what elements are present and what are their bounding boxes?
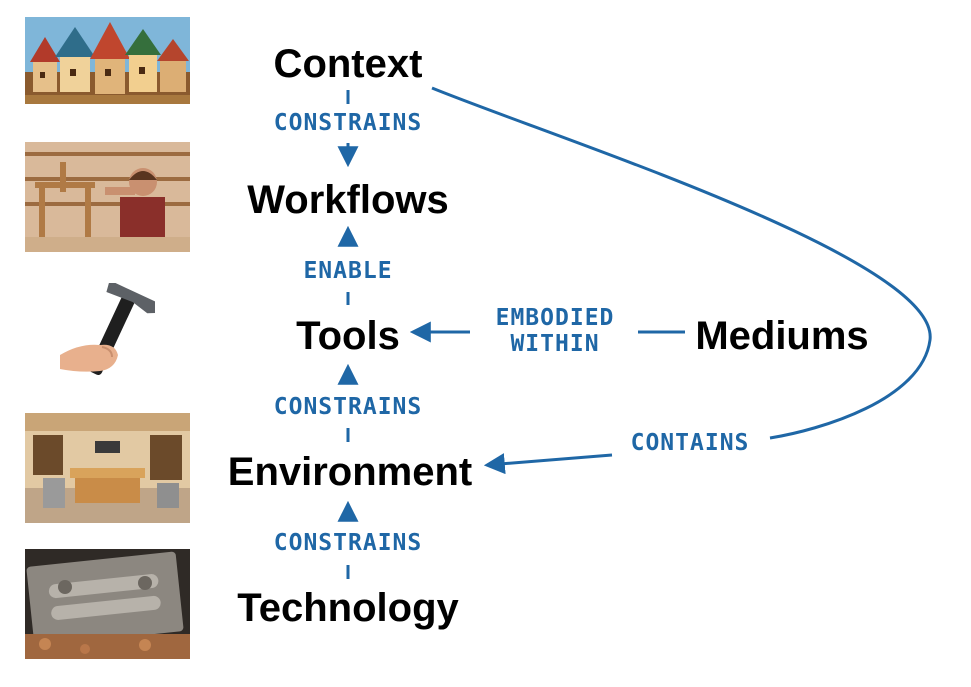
relation-mediums-tools-line1: EMBODIED [495,305,615,331]
relation-environment-tools-label: CONSTRAINS [271,394,425,420]
relation-technology-environment-label: CONSTRAINS [271,530,425,556]
node-technology: Technology [237,586,459,630]
village-illustration-image [25,17,190,104]
relation-tools-workflows-label: ENABLE [301,258,395,284]
relation-context-workflows-label: CONSTRAINS [271,110,425,136]
node-workflows: Workflows [247,178,449,222]
arrow-context-to-environment [431,86,932,440]
metal-mold-photo-image [25,549,190,659]
woodworker-photo-image [25,142,190,252]
workshop-photo-image [25,413,190,523]
hammer-in-hand-image [60,283,155,383]
relation-mediums-tools-label: EMBODIED WITHIN [493,305,617,358]
relation-mediums-tools-line2: WITHIN [510,331,600,358]
relation-context-environment-label: CONTAINS [628,430,752,456]
node-mediums: Mediums [695,314,869,358]
node-context: Context [273,42,423,86]
node-environment: Environment [227,450,473,494]
arrow-context-to-environment-head [483,453,613,475]
node-tools: Tools [296,314,400,358]
